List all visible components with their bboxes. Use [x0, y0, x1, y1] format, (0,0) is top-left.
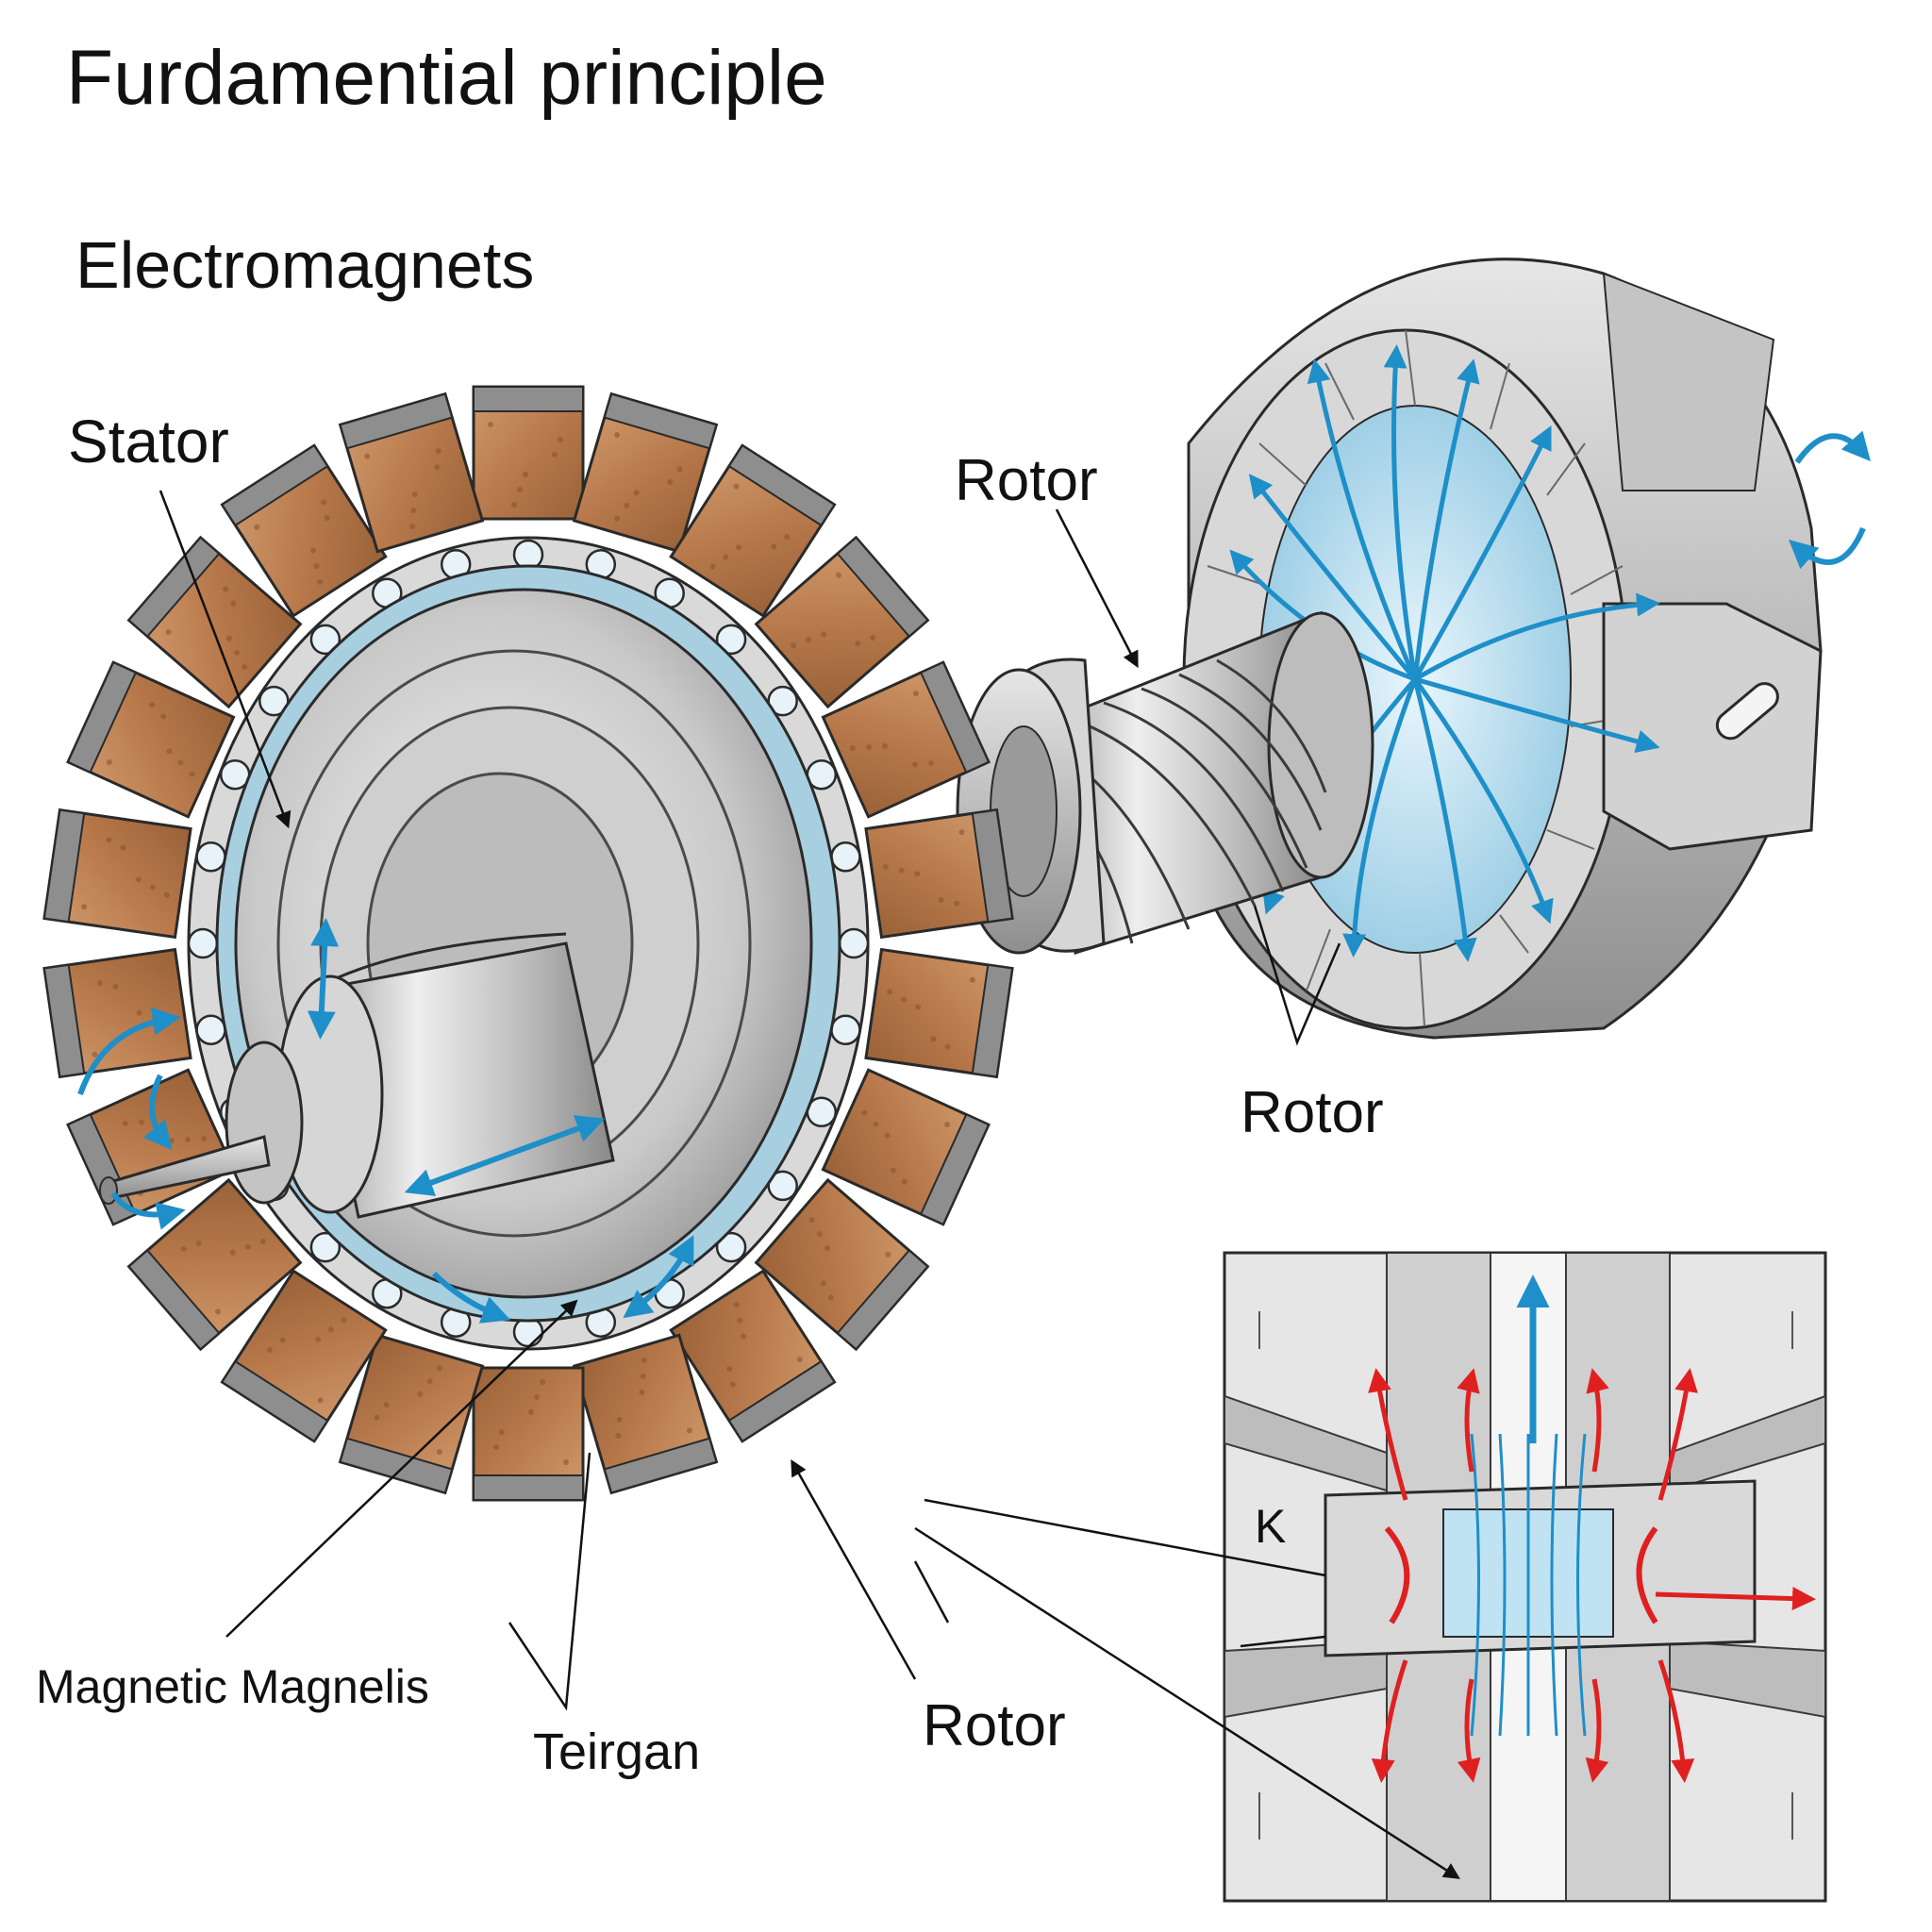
stator-coil — [864, 808, 1014, 940]
stator-bolt — [715, 624, 747, 656]
stator-bolt — [830, 841, 861, 873]
stator-coil — [472, 385, 585, 521]
stator-coil — [126, 1177, 303, 1352]
rotation-arrow-icon — [1789, 430, 1871, 570]
stator-coil — [572, 1333, 719, 1495]
stator-bolt — [309, 1231, 341, 1263]
stator-coil — [821, 1068, 991, 1226]
stator-coil — [42, 808, 192, 940]
inset-label-k: K — [1255, 1500, 1286, 1553]
stator-bolt — [195, 841, 226, 873]
stator-bolt — [830, 1014, 861, 1045]
stator-bolt — [187, 927, 219, 959]
stator-bolt — [195, 1014, 226, 1045]
stator-coil — [220, 1269, 388, 1443]
label-stator: Stator — [68, 408, 229, 475]
stator-coil — [754, 1177, 930, 1352]
stator-coil — [864, 947, 1014, 1079]
leader-lines — [158, 490, 1460, 1879]
stator-coil — [126, 535, 303, 709]
label-teirgan: Teirgan — [533, 1724, 700, 1780]
stator-coil — [669, 1269, 837, 1443]
label-rotor-bottom: Rotor — [923, 1693, 1066, 1758]
stator-coil — [669, 443, 837, 618]
rotor-core — [77, 564, 841, 1324]
stator-coil — [66, 660, 236, 819]
stator-coil — [338, 1333, 485, 1495]
subtitle: Electromagnets — [75, 228, 534, 302]
stator-bolt — [309, 624, 341, 656]
helical-rotor — [956, 610, 1374, 955]
stator-bolt — [715, 1231, 747, 1263]
label-magnetic: Magnetic Magnelis — [36, 1660, 429, 1713]
stator-coil — [338, 391, 485, 554]
label-rotor-right: Rotor — [1241, 1080, 1384, 1145]
stator-coil — [821, 660, 991, 819]
stator-coil — [754, 535, 930, 709]
inset-detail: K — [1223, 1251, 1827, 1903]
stator-coil — [220, 443, 388, 618]
stator-bolt — [838, 927, 870, 959]
stator-coil — [42, 947, 192, 1079]
page-title: Furdamential principle — [66, 35, 827, 121]
stator-coil — [572, 391, 719, 554]
stator-coil — [472, 1366, 585, 1502]
label-rotor-top: Rotor — [955, 448, 1098, 513]
